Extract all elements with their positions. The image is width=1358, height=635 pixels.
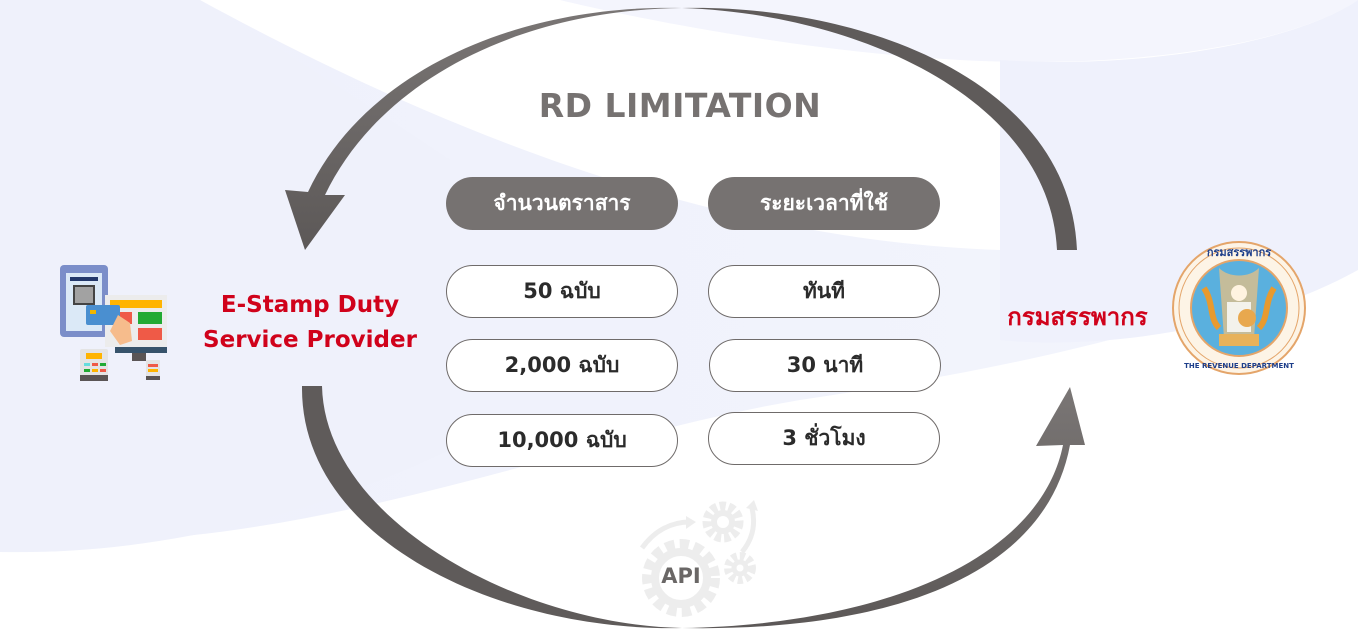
- revenue-department-label: กรมสรรพากร: [1007, 303, 1148, 331]
- revenue-department-seal: กรมสรรพากร THE REVENUE DEPARTMENT: [1172, 241, 1306, 375]
- row-2-documents: 2,000 ฉบับ: [446, 339, 678, 392]
- arc-bottom-left: [301, 386, 682, 629]
- row-1-time-label: ทันที: [802, 279, 846, 303]
- provider-label: E-Stamp Duty Service Provider: [190, 288, 430, 358]
- header-document-count: จำนวนตราสาร: [446, 177, 678, 230]
- row-3-documents: 10,000 ฉบับ: [446, 414, 678, 467]
- background-blob-left-top: [0, 0, 450, 553]
- svg-text:กรมสรรพากร: กรมสรรพากร: [1207, 246, 1271, 259]
- svg-text:THE REVENUE DEPARTMENT: THE REVENUE DEPARTMENT: [1184, 362, 1294, 370]
- row-3-time-label: 3 ชั่วโมง: [782, 426, 866, 450]
- row-1-time: ทันที: [708, 265, 940, 318]
- header-time-used-label: ระยะเวลาที่ใช้: [759, 191, 889, 215]
- provider-label-line2: Service Provider: [203, 327, 417, 353]
- devices-payment-icon: [60, 265, 167, 381]
- row-3-documents-label: 10,000 ฉบับ: [497, 428, 627, 452]
- arrow-top-left: [285, 7, 682, 250]
- row-3-time: 3 ชั่วโมง: [708, 412, 940, 465]
- api-label: API: [661, 564, 701, 588]
- row-1-documents-label: 50 ฉบับ: [523, 279, 601, 303]
- provider-label-line1: E-Stamp Duty: [220, 292, 400, 318]
- row-1-documents: 50 ฉบับ: [446, 265, 678, 318]
- row-2-time: 30 นาที: [709, 339, 941, 392]
- page-title: RD LIMITATION: [538, 86, 822, 125]
- row-2-time-label: 30 นาที: [786, 353, 864, 377]
- background-blob-top: [200, 0, 1358, 62]
- header-document-count-label: จำนวนตราสาร: [493, 191, 631, 215]
- row-2-documents-label: 2,000 ฉบับ: [504, 353, 620, 377]
- gears-icon: [639, 500, 758, 617]
- header-time-used: ระยะเวลาที่ใช้: [708, 177, 940, 230]
